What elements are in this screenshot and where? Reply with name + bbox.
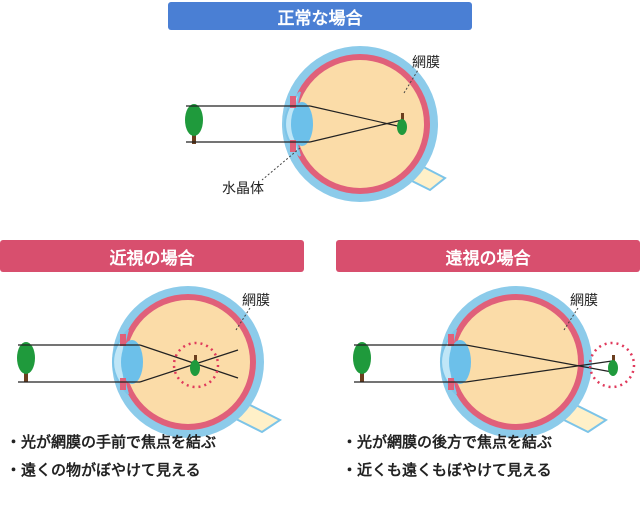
- retina-label: 網膜: [412, 55, 440, 71]
- focus-point-tree-icon: [190, 355, 200, 376]
- hyperopia-notes: 光が網膜の後方で焦点を結ぶ 近くも遠くもぼやけて見える: [342, 428, 552, 484]
- focus-ring: [172, 341, 220, 389]
- myopia-retina-label: 網膜: [242, 293, 270, 309]
- eyeball: [282, 46, 447, 202]
- hyperopia-note: 近くも遠くもぼやけて見える: [342, 456, 552, 484]
- lens-label: 水晶体: [222, 181, 264, 197]
- hyperopia-case-title: 遠視の場合: [336, 240, 640, 272]
- focus-ring: [588, 341, 636, 389]
- hyperopia-retina-label: 網膜: [570, 293, 598, 309]
- tree-icon: [17, 342, 35, 382]
- eyeball: [112, 286, 282, 438]
- myopia-note: 遠くの物がぼやけて見える: [6, 456, 216, 484]
- myopia-notes: 光が網膜の手前で焦点を結ぶ 遠くの物がぼやけて見える: [6, 428, 216, 484]
- tree-icon: [185, 104, 203, 144]
- myopia-note: 光が網膜の手前で焦点を結ぶ: [6, 428, 216, 456]
- myopia-case-title: 近視の場合: [0, 240, 304, 272]
- retinal-image-tree-icon: [397, 113, 407, 135]
- focus-point-tree-icon: [608, 355, 618, 376]
- normal-case-title: 正常な場合: [168, 2, 472, 30]
- hyperopia-note: 光が網膜の後方で焦点を結ぶ: [342, 428, 552, 456]
- eyeball: [440, 286, 608, 438]
- tree-icon: [353, 342, 371, 382]
